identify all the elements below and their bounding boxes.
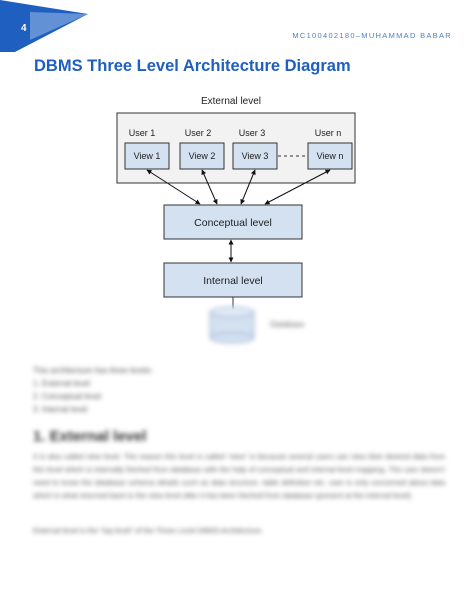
level-list: 1. External level 2. Conceptual level 3.… — [33, 377, 153, 416]
view-label-n: View n — [317, 151, 344, 161]
view-box-1 — [124, 142, 170, 170]
corner-light-shape — [30, 12, 88, 40]
view-label-2: View 2 — [189, 151, 216, 161]
user-label-1: User 1 — [129, 128, 156, 138]
page-corner-decoration — [0, 0, 88, 52]
external-level-label: External level — [201, 96, 261, 107]
section-closing-paragraph: External level is the “top level” of the… — [33, 526, 263, 535]
internal-level-label: Internal level — [203, 275, 263, 287]
header-author: MC100402180–MUHAMMAD BABAR — [292, 31, 452, 40]
database-label: Database — [270, 320, 305, 329]
database-icon — [209, 306, 255, 344]
view-boxes — [124, 142, 353, 170]
architecture-diagram: External level User 1 User 2 User 3 User… — [116, 96, 356, 344]
user-label-n: User n — [315, 128, 342, 138]
section-heading: 1. External level — [33, 428, 147, 445]
conceptual-level-box — [163, 204, 303, 240]
section-paragraph: It is also called view level. The reason… — [33, 452, 445, 500]
view-box-3 — [232, 142, 278, 170]
view-arrows — [146, 169, 331, 263]
intro-lead: This architecture has three levels: — [33, 366, 153, 375]
view-box-n — [307, 142, 353, 170]
arrow-viewn-conceptual — [264, 169, 331, 205]
page-number: 4 — [21, 23, 27, 34]
list-item: 3. Internal level — [33, 405, 88, 414]
view-label-1: View 1 — [134, 151, 161, 161]
page-title: DBMS Three Level Architecture Diagram — [34, 57, 351, 75]
user-label-3: User 3 — [239, 128, 266, 138]
intro-text: This architecture has three levels: 1. E… — [33, 364, 153, 416]
arrow-view2-conceptual — [201, 169, 218, 205]
view-box-2 — [179, 142, 225, 170]
view-label-3: View 3 — [242, 151, 269, 161]
list-item: 2. Conceptual level — [33, 392, 102, 401]
user-label-2: User 2 — [185, 128, 212, 138]
conceptual-level-label: Conceptual level — [194, 217, 272, 229]
arrow-view1-conceptual — [146, 169, 201, 205]
arrow-view3-conceptual — [240, 169, 256, 205]
list-item: 1. External level — [33, 379, 90, 388]
